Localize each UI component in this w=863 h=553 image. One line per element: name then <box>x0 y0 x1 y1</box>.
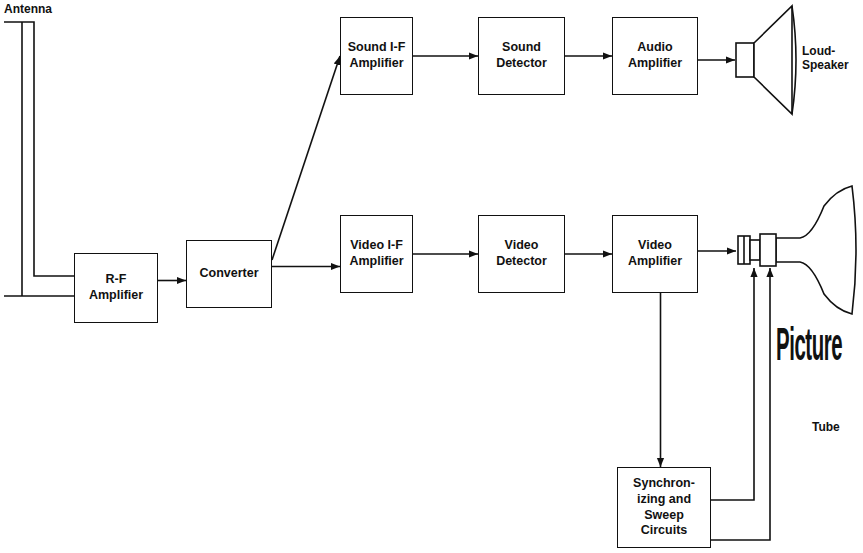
sync-sweep-box: Synchron-izing and Sweep Circuits <box>617 467 711 548</box>
signal-arrow <box>272 56 340 260</box>
loudspeaker-label: Loud-Speaker <box>802 44 860 73</box>
box-text: R-F Amplifier <box>80 272 152 303</box>
antenna-label: Antenna <box>4 2 84 16</box>
box-text: Video I-F Amplifier <box>346 238 407 269</box>
tube-label: Tube <box>812 420 862 434</box>
picture-tube <box>738 186 856 314</box>
signal-arrow <box>565 55 612 57</box>
rf-amplifier-box: R-F Amplifier <box>74 253 158 323</box>
box-text: Sound Detector <box>484 40 559 71</box>
signal-arrow <box>158 280 186 282</box>
signal-arrow <box>413 55 478 57</box>
video-if-box: Video I-F Amplifier <box>340 215 413 293</box>
signal-arrow <box>413 253 478 255</box>
picture-label: Picture <box>776 318 861 373</box>
sweep-leads <box>711 268 770 540</box>
box-text: Converter <box>199 266 258 282</box>
signal-arrow <box>272 266 340 268</box>
box-text: Video Detector <box>484 238 559 269</box>
sound-if-box: Sound I-F Amplifier <box>340 17 413 95</box>
audio-arrow <box>698 59 735 61</box>
converter-box: Converter <box>186 240 272 308</box>
antenna-lead <box>4 22 74 296</box>
box-text: Video Amplifier <box>618 238 692 269</box>
video-amplifier-box: Video Amplifier <box>612 215 698 293</box>
audio-amplifier-box: Audio Amplifier <box>612 17 698 95</box>
video-arrow <box>698 250 736 252</box>
box-text: Sound I-F Amplifier <box>346 40 407 71</box>
signal-arrow <box>660 293 662 467</box>
box-text: Audio Amplifier <box>618 40 692 71</box>
video-detector-box: Video Detector <box>478 215 565 293</box>
box-text: Synchron-izing and Sweep Circuits <box>623 476 705 539</box>
signal-arrow <box>565 253 612 255</box>
loudspeaker-symbol <box>736 6 796 114</box>
sound-detector-box: Sound Detector <box>478 17 565 95</box>
